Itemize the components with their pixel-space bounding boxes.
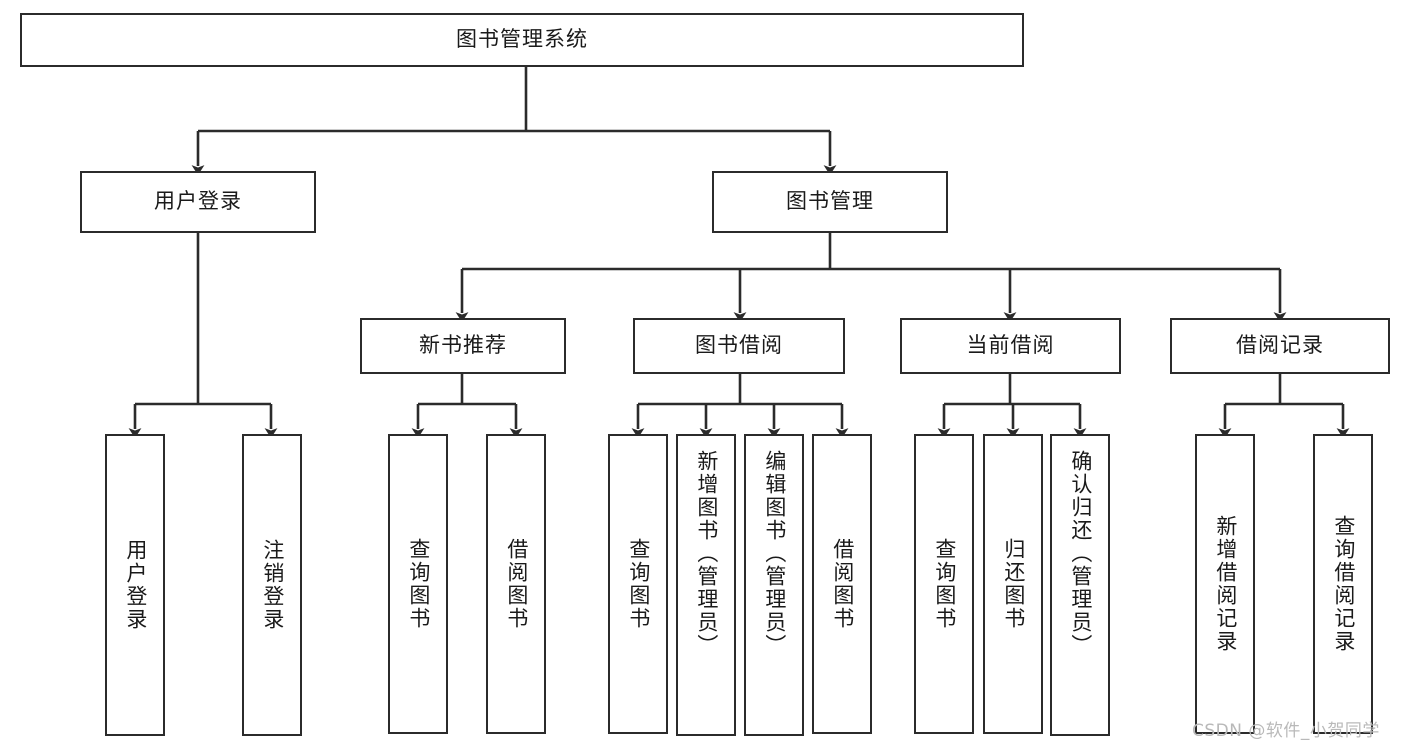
node-leaf-query-book-borrow[interactable]: 查询图书 <box>608 434 668 734</box>
node-leaf-borrow-book-rec-label: 借阅图书 <box>504 538 529 630</box>
node-leaf-confirm-return[interactable]: 确认归还（管理员） <box>1050 434 1110 736</box>
node-leaf-user-logout-label: 注销登录 <box>260 539 285 631</box>
node-root-label: 图书管理系统 <box>456 27 588 52</box>
node-leaf-confirm-return-label: 确认归还（管理员） <box>1068 450 1093 657</box>
node-borrow-record-label: 借阅记录 <box>1236 333 1324 358</box>
node-leaf-add-book[interactable]: 新增图书（管理员） <box>676 434 736 736</box>
node-leaf-user-login-label: 用户登录 <box>123 539 148 631</box>
csdn-watermark: CSDN @软件_小贺同学 <box>1192 721 1380 741</box>
node-leaf-user-logout[interactable]: 注销登录 <box>242 434 302 736</box>
node-book-manage[interactable]: 图书管理 <box>712 171 948 233</box>
node-leaf-borrow-book[interactable]: 借阅图书 <box>812 434 872 734</box>
node-leaf-add-record[interactable]: 新增借阅记录 <box>1195 434 1255 734</box>
node-book-borrow[interactable]: 图书借阅 <box>633 318 845 374</box>
node-leaf-query-book-borrow-label: 查询图书 <box>626 538 651 630</box>
node-user-login[interactable]: 用户登录 <box>80 171 316 233</box>
node-current-borrow[interactable]: 当前借阅 <box>900 318 1121 374</box>
node-borrow-record[interactable]: 借阅记录 <box>1170 318 1390 374</box>
node-book-borrow-label: 图书借阅 <box>695 333 783 358</box>
node-leaf-borrow-book-rec[interactable]: 借阅图书 <box>486 434 546 734</box>
node-leaf-edit-book[interactable]: 编辑图书（管理员） <box>744 434 804 736</box>
node-leaf-user-login[interactable]: 用户登录 <box>105 434 165 736</box>
node-book-manage-label: 图书管理 <box>786 189 874 214</box>
node-leaf-query-book-rec-label: 查询图书 <box>406 538 431 630</box>
node-user-login-label: 用户登录 <box>154 189 242 214</box>
node-leaf-query-record-label: 查询借阅记录 <box>1331 515 1356 653</box>
node-leaf-query-book-current-label: 查询图书 <box>932 538 957 630</box>
node-leaf-add-book-label: 新增图书（管理员） <box>694 450 719 657</box>
node-leaf-return-book-label: 归还图书 <box>1001 538 1026 630</box>
node-new-book-rec[interactable]: 新书推荐 <box>360 318 566 374</box>
node-leaf-query-book-rec[interactable]: 查询图书 <box>388 434 448 734</box>
node-leaf-query-record[interactable]: 查询借阅记录 <box>1313 434 1373 734</box>
node-leaf-borrow-book-label: 借阅图书 <box>830 538 855 630</box>
node-new-book-rec-label: 新书推荐 <box>419 333 507 358</box>
node-root[interactable]: 图书管理系统 <box>20 13 1024 67</box>
node-leaf-edit-book-label: 编辑图书（管理员） <box>762 450 787 657</box>
node-leaf-query-book-current[interactable]: 查询图书 <box>914 434 974 734</box>
node-leaf-add-record-label: 新增借阅记录 <box>1213 515 1238 653</box>
node-current-borrow-label: 当前借阅 <box>966 333 1055 358</box>
node-leaf-return-book[interactable]: 归还图书 <box>983 434 1043 734</box>
